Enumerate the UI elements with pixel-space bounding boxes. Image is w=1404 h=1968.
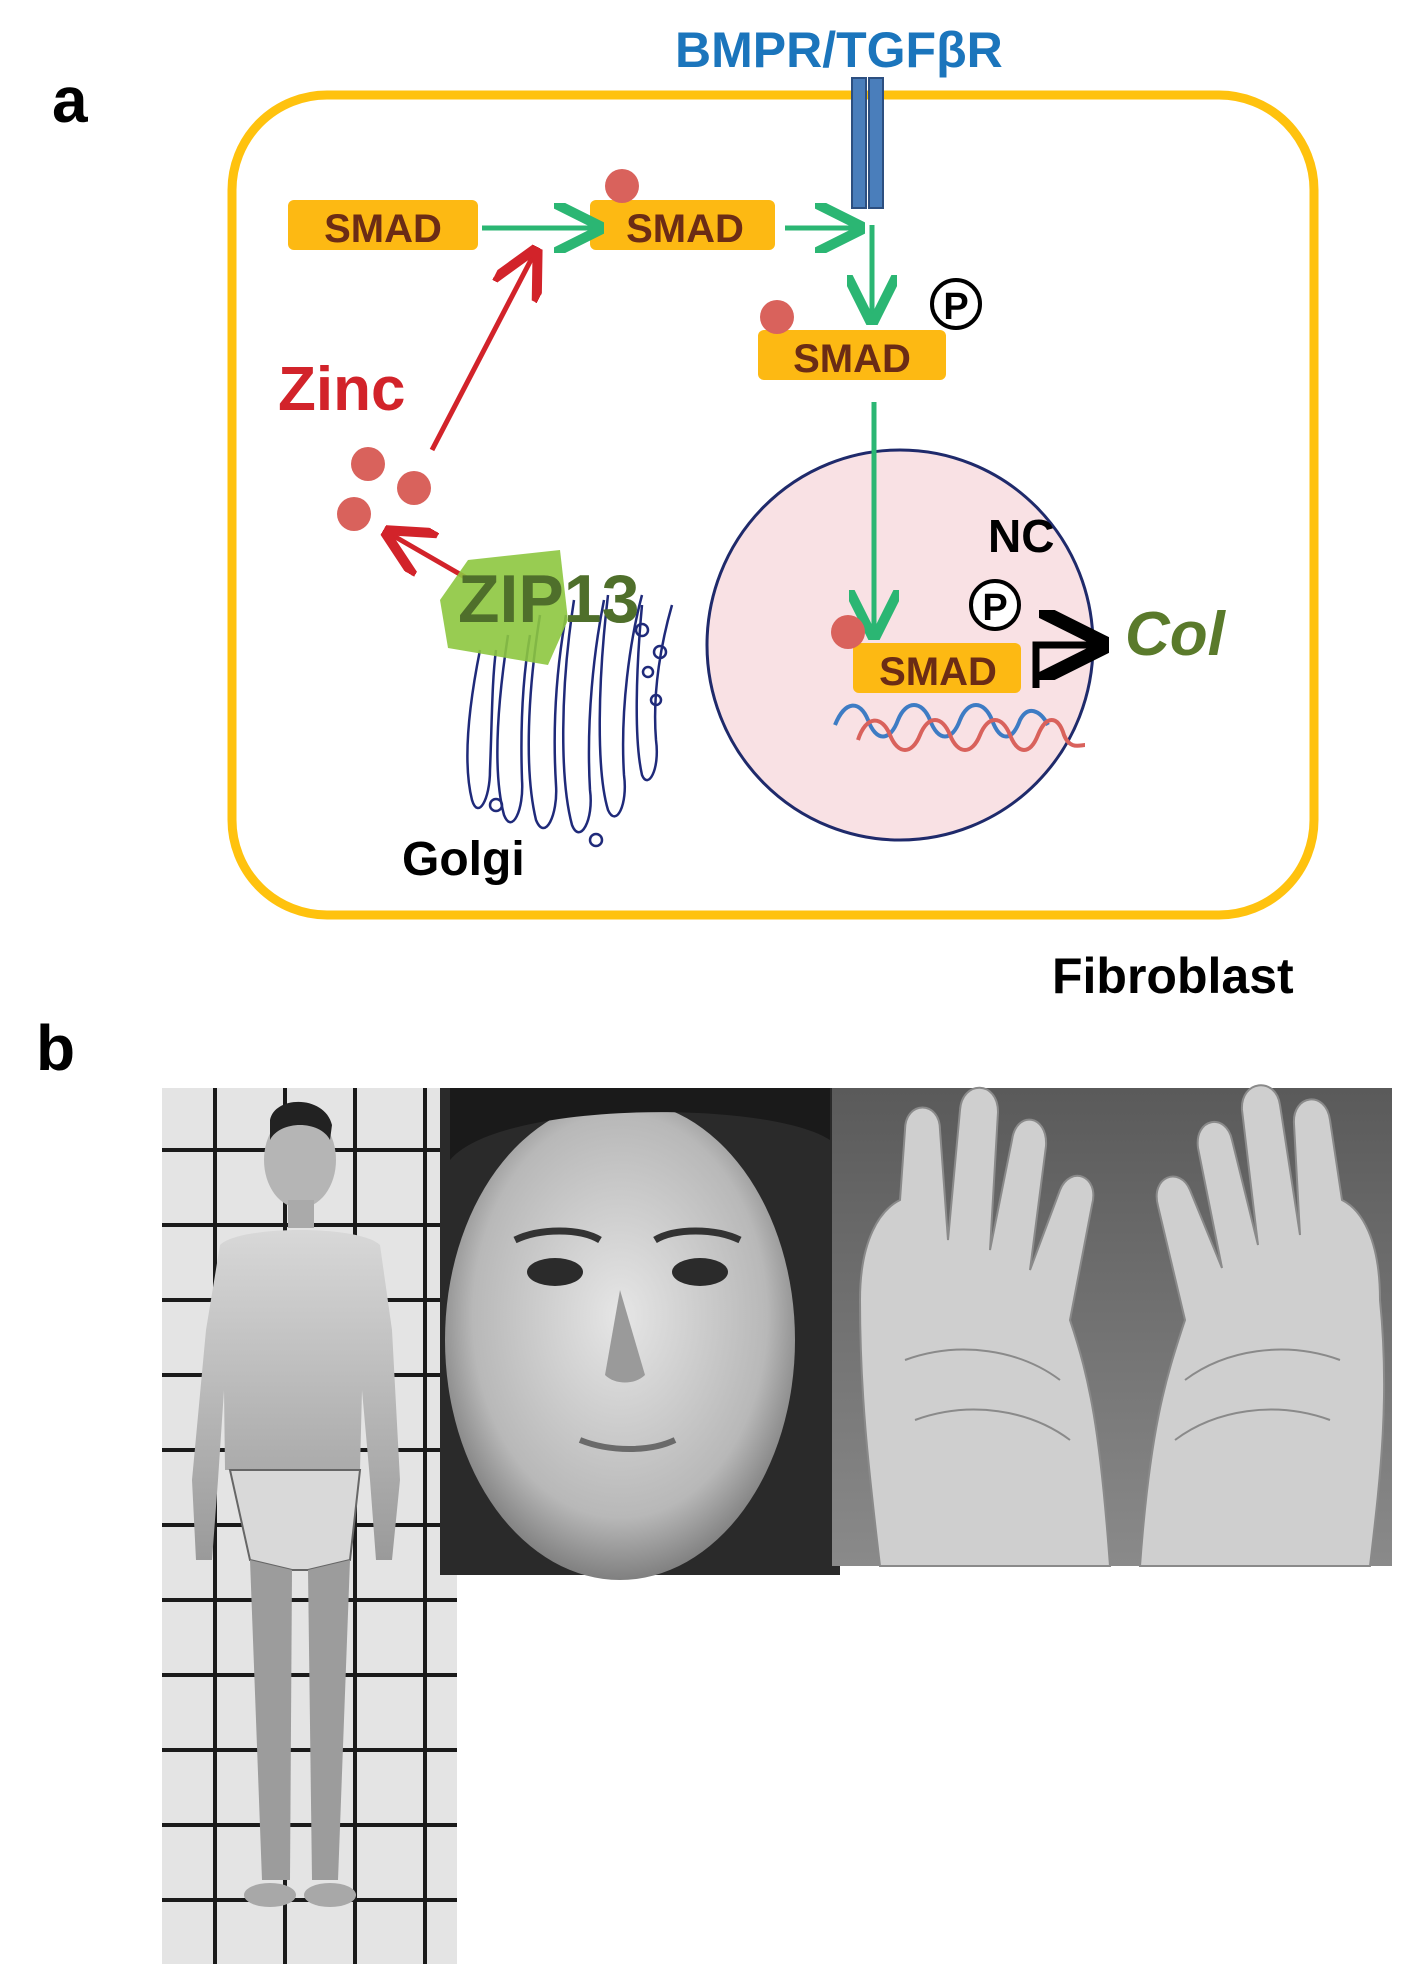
face-photo [440, 1088, 840, 1580]
smad-label: SMAD [793, 337, 911, 381]
smad-label: SMAD [324, 207, 442, 251]
zinc-dot [760, 300, 794, 334]
zip13-transporter [440, 550, 568, 665]
zinc-ions [337, 447, 431, 531]
zip13-label: ZIP13 [458, 561, 639, 637]
zinc-dot [831, 615, 865, 649]
arrow-zip13-to-zinc [392, 535, 472, 583]
panel-label-b: b [36, 1012, 75, 1084]
smad-zinc-bound: SMAD [590, 169, 775, 251]
cell-membrane [227, 90, 1319, 920]
full-body-photo [162, 1088, 457, 1964]
smad-phosphorylated: SMAD P [758, 278, 982, 381]
panel-label-a: a [52, 64, 88, 136]
arrow-zinc-to-smad [429, 256, 533, 452]
zinc-dot [605, 169, 639, 203]
cell-label: Fibroblast [1052, 948, 1294, 1004]
smad-label: SMAD [879, 650, 997, 694]
dna-strand-red [856, 718, 1086, 752]
receptor-label: BMPR/TGFβR [675, 22, 1003, 78]
col-label: Col [1125, 600, 1227, 669]
hands-photo [832, 1084, 1392, 1567]
smad-unbound: SMAD [288, 200, 478, 251]
golgi [466, 594, 674, 848]
receptor [851, 77, 884, 209]
transcription-arrow [1032, 645, 1095, 688]
nucleus-label: NC [988, 510, 1054, 562]
zinc-label: Zinc [278, 355, 405, 424]
smad-label: SMAD [626, 207, 744, 251]
phospho-label: P [943, 286, 968, 328]
phospho-label: P [982, 587, 1007, 629]
golgi-label: Golgi [402, 833, 525, 886]
phospho-circle [969, 579, 1021, 631]
dna-strand-blue [833, 703, 1050, 739]
smad-nuclear: SMAD P [831, 579, 1021, 694]
phospho-circle [930, 278, 982, 330]
